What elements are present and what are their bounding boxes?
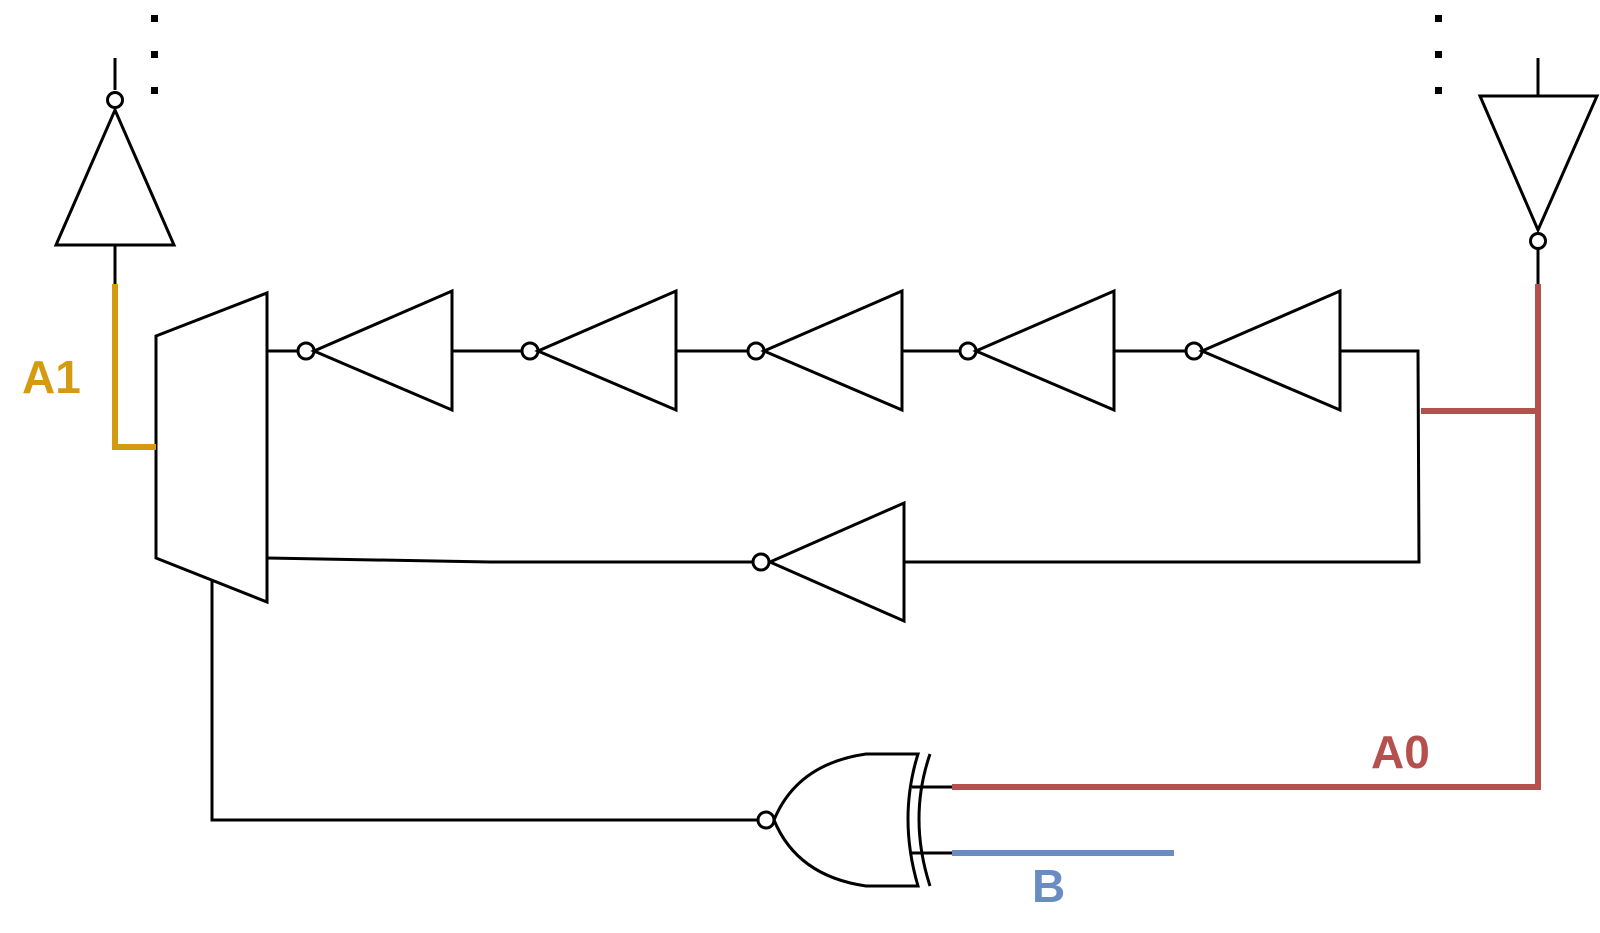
chain-inverter-2 xyxy=(520,288,678,413)
feedback-wire xyxy=(904,349,1421,564)
top-left-inverter xyxy=(53,58,177,284)
mux-lower-input-wire xyxy=(266,556,753,564)
a1-wire xyxy=(112,284,156,450)
top-left-ellipsis xyxy=(151,15,158,94)
chain-inverter-1 xyxy=(296,288,454,413)
feedback-inverter xyxy=(751,500,906,624)
top-right-inverter xyxy=(1477,58,1600,284)
label-a0: A0 xyxy=(1371,726,1430,778)
label-b: B xyxy=(1032,860,1065,912)
chain-inverter-5 xyxy=(1184,288,1342,413)
xnor-gate xyxy=(756,752,952,888)
multiplexer xyxy=(154,290,269,605)
chain-inverter-4 xyxy=(958,288,1116,413)
a0-wire xyxy=(952,284,1541,790)
select-wire xyxy=(210,580,757,822)
chain-inverter-3 xyxy=(746,288,904,413)
inverter-chain xyxy=(267,288,1342,413)
top-right-ellipsis xyxy=(1435,15,1442,94)
label-a1: A1 xyxy=(22,351,81,403)
